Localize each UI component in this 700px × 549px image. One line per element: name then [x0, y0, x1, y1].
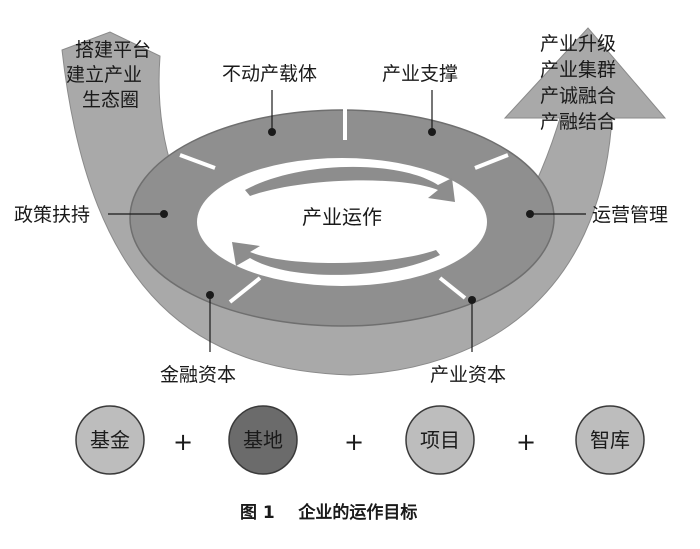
circle-think-tank: [575, 405, 645, 475]
circle-fund-label: 基金: [90, 428, 130, 452]
label-financial-capital: 金融资本: [160, 364, 236, 386]
cycle-arrow-bottom: [232, 242, 440, 275]
label-policy-support: 政策扶持: [14, 204, 90, 226]
ring-dividers: [179, 108, 509, 304]
circle-base-label: 基地: [243, 428, 283, 452]
plus-sign-2: +: [344, 428, 364, 456]
right-arrow-line-4: 产融结合: [540, 111, 616, 133]
right-arrow-line-1: 产业升级: [540, 33, 616, 55]
circle-think-tank-label: 智库: [590, 428, 630, 452]
circle-fund: [75, 405, 145, 475]
label-real-estate: 不动产载体: [222, 63, 317, 85]
circle-base: [228, 405, 298, 475]
left-arrow-line-2: 建立产业: [66, 64, 142, 86]
label-industry-support: 产业支撑: [382, 63, 458, 85]
left-arrow-line-1: 搭建平台: [75, 39, 151, 61]
label-operation-mgmt: 运营管理: [592, 204, 668, 226]
left-arrow-line-3: 生态圈: [82, 89, 139, 111]
plus-sign-3: +: [516, 428, 536, 456]
right-arrow-line-2: 产业集群: [540, 59, 616, 81]
circle-project: [405, 405, 475, 475]
right-arrow-line-3: 产诚融合: [540, 85, 616, 107]
label-center: 产业运作: [302, 205, 382, 229]
callout-dots: [160, 128, 534, 304]
circles-row: 基金 + 基地 + 项目 + 智库: [75, 405, 645, 475]
figure-caption: 图 1 企业的运作目标: [240, 502, 417, 523]
cycle-arrow-top: [245, 166, 455, 202]
label-industry-capital: 产业资本: [430, 364, 506, 386]
callouts: [108, 90, 586, 352]
circle-project-label: 项目: [420, 428, 460, 452]
plus-sign-1: +: [173, 428, 193, 456]
